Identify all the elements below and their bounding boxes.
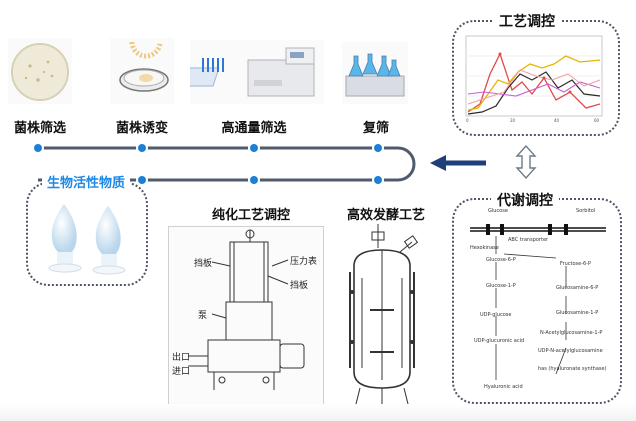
timeline-node: [248, 142, 260, 154]
node-glcn1p: Glucosamine-1-P: [556, 310, 599, 316]
mutagenesis-dish-image: [110, 38, 174, 104]
node-g6p: Glucose-6-P: [486, 257, 516, 263]
stage-label-mutagenesis: 菌株诱变: [115, 121, 168, 136]
lab-instrument-icon: [182, 47, 315, 97]
left-arrow-head: [430, 155, 446, 171]
node-f6p: Fructose-6-P: [560, 261, 591, 267]
node-udpg: UDP-glucose: [480, 312, 512, 318]
rescreening-flasks-image: [342, 42, 408, 104]
metabolic-pathway-diagram: [470, 224, 606, 380]
node-hexokinase: Hexokinase: [470, 245, 499, 251]
timeline-node: [32, 142, 44, 154]
purification-diagram-frame: [168, 226, 324, 406]
htp-instruments-image: [182, 40, 324, 104]
petri-dish-icon: [11, 43, 69, 101]
svg-text:40: 40: [554, 118, 560, 123]
node-glcnac1p: N-Acetylglucosamine-1-P: [540, 330, 603, 336]
label-outlet: 出口: [172, 353, 191, 363]
bidirectional-arrow: [515, 144, 537, 180]
fermentation-title: 高效发酵工艺: [346, 208, 425, 223]
stage-label-htp-screening: 高通量筛选: [221, 121, 287, 136]
process-chart-icon: 0 20 40 60: [465, 35, 603, 123]
node-has: has (hyaluronate synthase): [538, 366, 607, 372]
fermenter-drawing: [349, 224, 418, 405]
svg-text:0: 0: [466, 118, 469, 123]
node-hyaluronic: Hyaluronic acid: [484, 384, 523, 390]
bottom-divider: [0, 404, 636, 421]
label-inlet: 进口: [172, 367, 191, 377]
metabolic-control-title: 代谢调控: [491, 190, 559, 210]
timeline-node: [136, 174, 148, 186]
svg-text:60: 60: [594, 118, 600, 123]
label-baffle: 挡板: [194, 259, 213, 269]
timeline-node: [136, 142, 148, 154]
label-pressure: 压力表: [290, 257, 318, 267]
node-transporter: ABC transporter: [508, 237, 549, 243]
timeline-node: [248, 174, 260, 186]
timeline-node: [372, 174, 384, 186]
node-g1p: Glucose-1-P: [486, 283, 516, 289]
label-gate: 挡板: [290, 281, 309, 291]
node-sorbitol: Sorbitol: [576, 208, 596, 214]
flask-icon: [345, 53, 405, 97]
bioactive-title: 生物活性物质: [42, 172, 131, 191]
process-control-title: 工艺调控: [493, 11, 561, 31]
node-glucose: Glucose: [488, 208, 508, 214]
stage-label-screening: 菌株筛选: [13, 121, 66, 136]
node-udpglcnac: UDP-N-acetylglucosamine: [538, 348, 603, 354]
petri-dish-colonies-image: [8, 38, 72, 104]
stage-label-rescreening: 复筛: [362, 121, 389, 136]
label-pump: 泵: [198, 311, 208, 321]
node-udpglca: UDP-glucuronic acid: [474, 338, 525, 344]
product-powder-icon: [48, 204, 126, 275]
culture-dish-icon: [119, 41, 169, 92]
svg-text:20: 20: [510, 118, 516, 123]
timeline-node: [372, 142, 384, 154]
purification-equipment-drawing: [188, 229, 305, 390]
purification-title: 纯化工艺调控: [211, 208, 290, 223]
node-glcn6p: Glucosamine-6-P: [556, 285, 599, 291]
